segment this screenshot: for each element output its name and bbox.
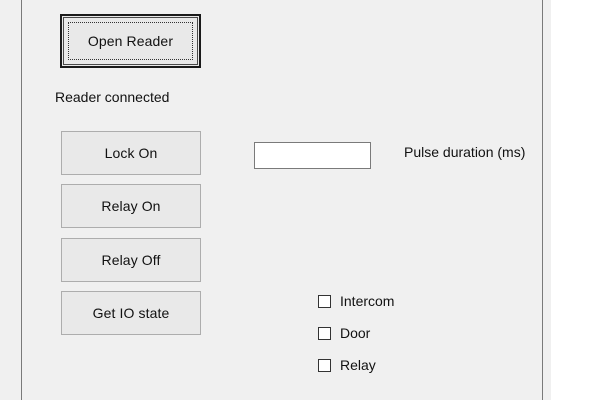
open-reader-button[interactable]: Open Reader [60, 14, 201, 68]
intercom-checkbox-row[interactable]: Intercom [318, 293, 394, 309]
get-io-state-button[interactable]: Get IO state [61, 291, 201, 335]
door-checkbox-label: Door [340, 325, 371, 341]
intercom-checkbox[interactable] [318, 294, 331, 308]
lock-on-button[interactable]: Lock On [61, 131, 201, 175]
reader-status-label: Reader connected [55, 89, 170, 105]
window-frame-left [0, 0, 22, 400]
pulse-duration-label: Pulse duration (ms) [404, 144, 526, 160]
relay-on-button[interactable]: Relay On [61, 184, 201, 228]
relay-checkbox-row[interactable]: Relay [318, 357, 376, 373]
relay-off-button-label: Relay Off [101, 252, 161, 268]
relay-checkbox-label: Relay [340, 357, 376, 373]
relay-on-button-label: Relay On [101, 198, 161, 214]
open-reader-button-label: Open Reader [87, 33, 174, 49]
pulse-duration-input[interactable] [254, 142, 371, 169]
relay-off-button[interactable]: Relay Off [61, 238, 201, 282]
relay-checkbox[interactable] [318, 358, 331, 372]
focus-rectangle [68, 22, 193, 60]
get-io-state-button-label: Get IO state [92, 305, 170, 321]
intercom-checkbox-label: Intercom [340, 293, 395, 309]
window-frame-right [542, 0, 551, 400]
door-checkbox[interactable] [318, 326, 331, 340]
lock-on-button-label: Lock On [104, 145, 158, 161]
door-checkbox-row[interactable]: Door [318, 325, 370, 341]
